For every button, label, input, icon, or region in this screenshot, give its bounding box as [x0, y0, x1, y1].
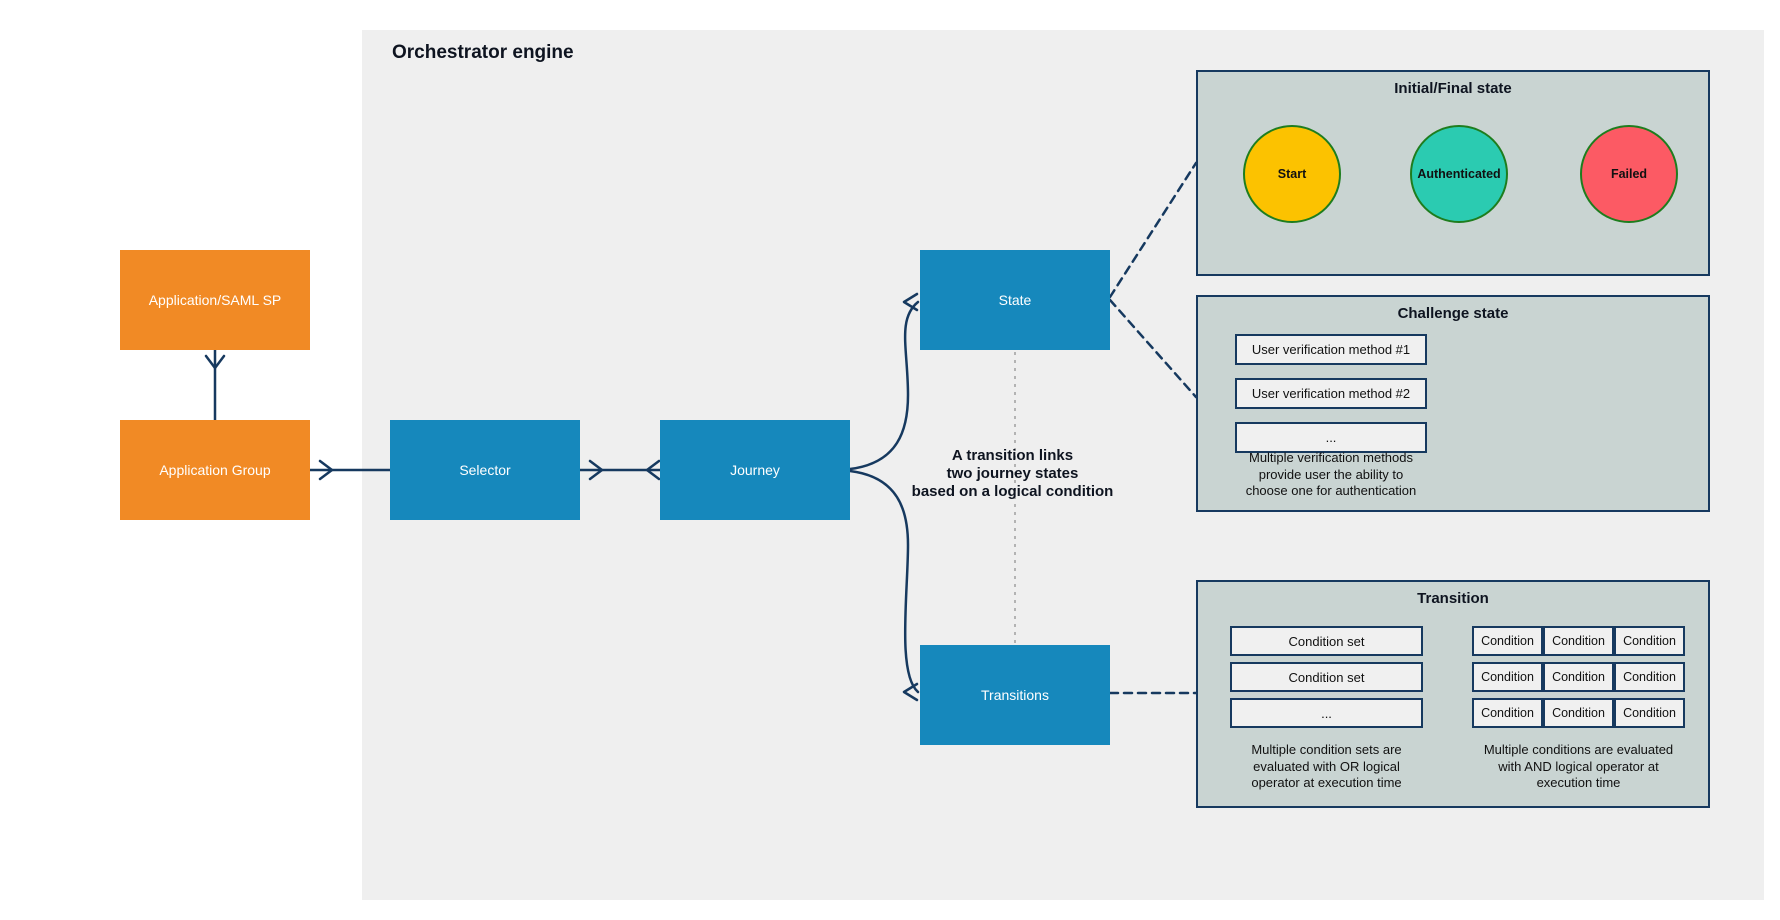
caption-line: Multiple verification methods	[1248, 450, 1414, 465]
engine-title: Orchestrator engine	[392, 42, 574, 63]
condition-cell: Condition	[1472, 662, 1543, 692]
verification-method-box: ...	[1235, 422, 1427, 453]
caption-line: operator at execution time	[1251, 775, 1402, 790]
node-application-group: Application Group	[120, 420, 310, 520]
panel-initial-final-state: Initial/Final state Start Authenticated …	[1196, 70, 1710, 276]
panel-challenge-state: Challenge state User verification method…	[1196, 295, 1710, 512]
node-transitions: Transitions	[920, 645, 1110, 745]
condition-cell: Condition	[1472, 626, 1543, 656]
condition-set-label: ...	[1321, 705, 1332, 721]
verification-method-label: User verification method #1	[1251, 342, 1411, 357]
panel-transition: Transition Condition set Condition set .…	[1196, 580, 1710, 808]
condition-cell: Condition	[1614, 626, 1685, 656]
arrow-down-icon	[204, 354, 226, 370]
challenge-caption: Multiple verification methods provide us…	[1210, 450, 1452, 500]
node-label: Application/SAML SP	[148, 292, 282, 308]
caption-line: with AND logical operator at	[1498, 758, 1659, 774]
caption-line: provide user the ability to	[1258, 466, 1404, 482]
transition-note: A transition links two journey states ba…	[855, 447, 1170, 501]
node-application-saml-sp: Application/SAML SP	[120, 250, 310, 350]
and-caption: Multiple conditions are evaluated with A…	[1452, 742, 1705, 792]
panel-title: Initial/Final state	[1394, 80, 1512, 97]
condition-set-label: Condition set	[1288, 669, 1365, 685]
panel-title: Transition	[1417, 590, 1489, 607]
node-label: State	[998, 292, 1032, 308]
condition-set-box: Condition set	[1230, 662, 1423, 692]
verification-method-box: User verification method #2	[1235, 378, 1427, 409]
verification-method-label: User verification method #2	[1251, 386, 1411, 401]
condition-grid-row: Condition Condition Condition	[1472, 626, 1685, 656]
condition-cell: Condition	[1614, 698, 1685, 728]
condition-grid-row: Condition Condition Condition	[1472, 698, 1685, 728]
condition-cell: Condition	[1543, 626, 1614, 656]
state-circle-start: Start	[1243, 125, 1341, 223]
panel-title: Challenge state	[1397, 305, 1509, 322]
state-circle-authenticated: Authenticated	[1410, 125, 1508, 223]
condition-cell: Condition	[1614, 662, 1685, 692]
node-state: State	[920, 250, 1110, 350]
condition-grid-row: Condition Condition Condition	[1472, 662, 1685, 692]
condition-cell: Condition	[1543, 698, 1614, 728]
verification-method-label: ...	[1325, 430, 1337, 445]
verification-method-box: User verification method #1	[1235, 334, 1427, 365]
node-journey: Journey	[660, 420, 850, 520]
condition-set-box: Condition set	[1230, 626, 1423, 656]
state-circle-label: Start	[1277, 167, 1307, 181]
node-label: Journey	[730, 462, 780, 478]
node-label: Application Group	[159, 462, 271, 478]
node-label: Selector	[459, 462, 511, 478]
condition-cell: Condition	[1543, 662, 1614, 692]
state-circle-label: Failed	[1610, 167, 1648, 181]
condition-set-label: Condition set	[1288, 633, 1365, 649]
caption-line: choose one for authentication	[1245, 483, 1417, 498]
note-line: A transition links	[951, 447, 1074, 464]
caption-line: Multiple conditions are evaluated	[1483, 742, 1674, 757]
or-caption: Multiple condition sets are evaluated wi…	[1203, 742, 1450, 792]
caption-line: execution time	[1536, 775, 1621, 790]
arrow-right-icon	[318, 459, 334, 481]
condition-cell: Condition	[1472, 698, 1543, 728]
node-selector: Selector	[390, 420, 580, 520]
note-line: based on a logical condition	[911, 483, 1114, 500]
note-line: two journey states	[946, 465, 1079, 482]
state-circle-failed: Failed	[1580, 125, 1678, 223]
state-circle-label: Authenticated	[1417, 167, 1501, 181]
caption-line: Multiple condition sets are	[1251, 742, 1402, 757]
node-label: Transitions	[981, 687, 1049, 703]
caption-line: evaluated with OR logical	[1253, 758, 1400, 774]
condition-set-box: ...	[1230, 698, 1423, 728]
